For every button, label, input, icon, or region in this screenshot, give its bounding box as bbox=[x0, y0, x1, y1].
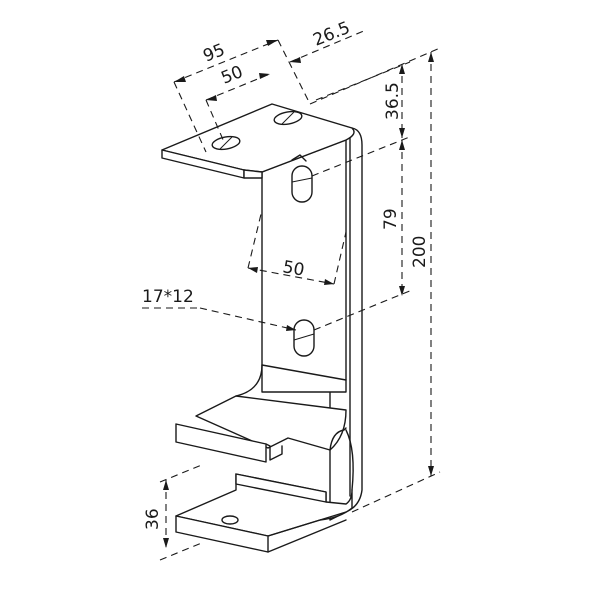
bottom-hole bbox=[221, 515, 239, 525]
dim-95: 95 bbox=[200, 40, 228, 67]
dim-50-middle: 50 bbox=[281, 257, 306, 280]
dimension-lines bbox=[142, 29, 441, 561]
upper-slot bbox=[291, 165, 313, 203]
dim-26-5: 26.5 bbox=[310, 18, 353, 51]
dim-200: 200 bbox=[410, 236, 430, 268]
dim-36-5: 36.5 bbox=[383, 82, 403, 120]
bracket-body bbox=[161, 103, 363, 553]
dim-50-top: 50 bbox=[218, 62, 246, 89]
dim-36: 36 bbox=[143, 508, 163, 530]
dim-79: 79 bbox=[381, 208, 401, 230]
dimension-labels: 95 50 26.5 36.5 79 200 50 17*12 36 bbox=[142, 18, 430, 530]
lower-slot bbox=[293, 319, 315, 357]
dim-slot-size: 17*12 bbox=[142, 287, 194, 307]
